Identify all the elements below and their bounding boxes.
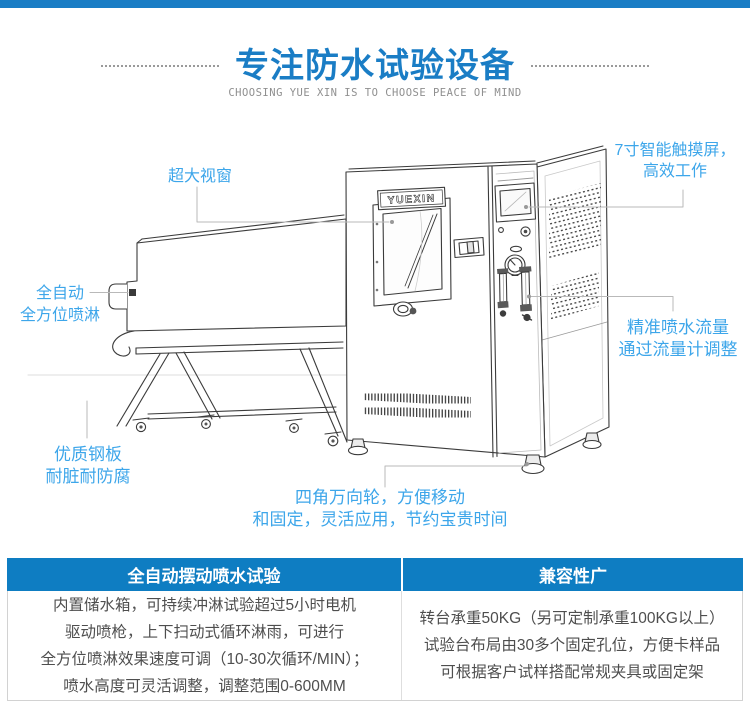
pressure-gauge: [504, 254, 526, 277]
title-dots-left-decoration: [101, 65, 219, 67]
touchscreen-display: [494, 182, 537, 223]
callout-anchors: [129, 205, 531, 466]
door-handle: [392, 301, 414, 317]
caster-wheels: [132, 414, 342, 447]
door-latch: [453, 236, 485, 259]
spec-header-right: 兼容性广: [539, 567, 607, 586]
side-panel: [536, 145, 610, 458]
knob-small: [498, 227, 504, 233]
callout-lines: [86, 186, 684, 488]
vent-slots-row1: [363, 391, 471, 406]
spec-table-body-row: 内置储水箱，可持续冲淋试验超过5小时电机 驱动喷枪，上下扫动式循环淋雨，可进行 …: [7, 591, 743, 701]
callout-spray: 全自动 全方位喷淋: [19, 285, 100, 324]
spec-table: 全自动摆动喷水试验 兼容性广 内置储水箱，可持续冲淋试验超过5小时电机 驱动喷枪…: [7, 558, 743, 701]
page-title: 专注防水试验设备: [235, 47, 515, 85]
spray-chamber: [108, 214, 347, 357]
spec-table-header-row: 全自动摆动喷水试验 兼容性广: [7, 558, 743, 591]
leveling-feet: [347, 432, 602, 475]
spec-body-left: 内置储水箱，可持续冲淋试验超过5小时电机 驱动喷枪，上下扫动式循环淋雨，可进行 …: [8, 591, 402, 700]
flow-meter-left: [497, 268, 509, 317]
machine-stand: [116, 341, 348, 447]
spec-header-left: 全自动摆动喷水试验: [7, 558, 403, 591]
page-subtitle: CHOOSING YUE XIN IS TO CHOOSE PEACE OF M…: [228, 87, 522, 99]
top-accent-bar: [0, 0, 750, 8]
observation-window: [372, 197, 452, 317]
callout-casters: 四角万向轮，方便移动 和固定，灵活应用，节约宝贵时间: [252, 488, 508, 529]
callout-touchscreen: 7寸智能触摸屏， 高效工作: [614, 142, 736, 180]
header: 专注防水试验设备: [0, 46, 750, 86]
control-panel: [494, 177, 537, 322]
vent-dot-grid-upper: [549, 183, 601, 260]
title-dots-right-decoration: [531, 65, 649, 67]
knob-large: [520, 226, 531, 237]
callout-steel-plate: 优质钢板 耐脏耐防腐: [45, 445, 131, 486]
brand-plate: YUEXIN: [377, 186, 447, 211]
machine-logo-text: YUEXIN: [387, 192, 436, 207]
spec-body-right: 转台承重50KG（另可定制承重100KG以上） 试验台布局由30多个固定孔位，方…: [419, 610, 725, 681]
callout-flow-meter: 精准喷水流量 通过流量计调整: [618, 318, 738, 359]
callout-window: 超大视窗: [167, 168, 232, 185]
guide-line: [27, 373, 390, 377]
vent-slots-row2: [363, 405, 471, 420]
